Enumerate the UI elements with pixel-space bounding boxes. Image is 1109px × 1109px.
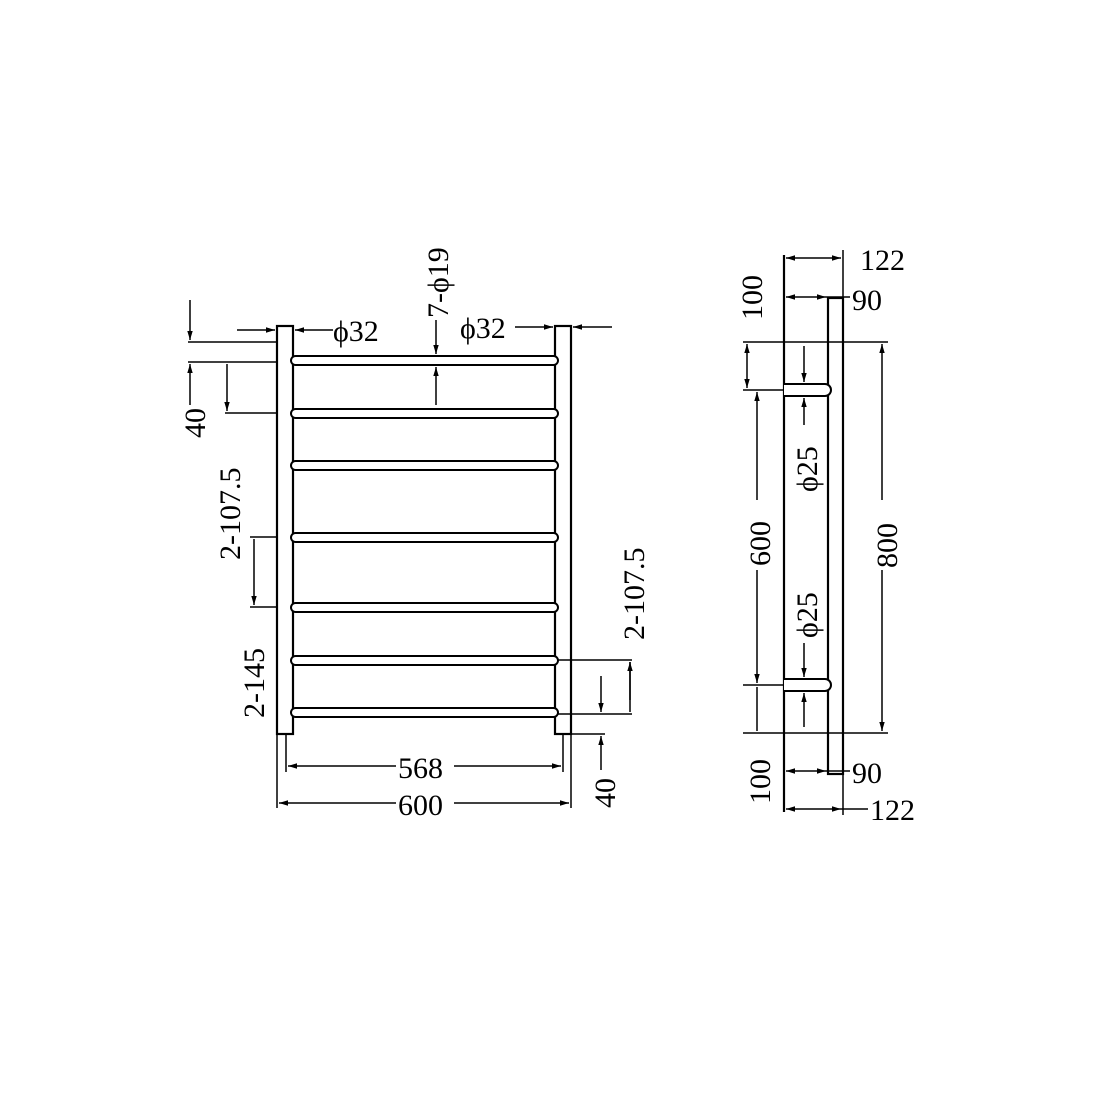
dim-bracket-bottom: 100 (744, 687, 777, 804)
dim-bracket-spacing: 600 (743, 392, 784, 686)
bracket-spacing-label: 600 (744, 521, 777, 566)
side-view: 122 90 800 100 600 (736, 244, 915, 827)
dim-post-dia: ϕ32 ϕ32 (237, 312, 612, 348)
rail-3 (290, 460, 559, 471)
bracket-dia-top-label: ϕ25 (791, 446, 824, 492)
rail-5 (290, 602, 559, 613)
rail-4 (290, 532, 559, 543)
dim-mid-pitch: 2-145 (238, 536, 277, 718)
dim-bottom-offset: 40 (571, 676, 622, 808)
rail-6 (290, 655, 559, 666)
right-post (553, 324, 573, 736)
dim-top-offset: 40 (179, 300, 277, 438)
top-offset-label: 40 (179, 408, 212, 438)
dim-top-pitch: 2-107.5 (214, 364, 277, 560)
dim-depth-bottom: 90 122 (786, 757, 915, 827)
depth-top-label: 122 (860, 244, 905, 277)
wall-top-label: 90 (852, 284, 882, 317)
dim-bottom-pitch: 2-107.5 (558, 548, 651, 715)
rail-2 (290, 408, 559, 419)
mid-pitch-label: 2-145 (238, 648, 271, 718)
top-pitch-label: 2-107.5 (214, 468, 247, 561)
dim-bracket-dia-bottom: ϕ25 (791, 592, 824, 727)
overall-height-label: 800 (871, 523, 904, 568)
dim-depth-top: 122 90 (786, 244, 905, 317)
dim-inner-width: 568 (285, 734, 564, 785)
outer-width-label: 600 (398, 789, 443, 822)
dim-bracket-dia-top: ϕ25 (791, 346, 824, 492)
dim-overall-height: 800 (743, 341, 904, 734)
side-post (826, 296, 845, 776)
front-view: 40 2-107.5 2-145 ϕ32 ϕ32 7-ϕ1 (179, 247, 651, 822)
post-right-dia-label: ϕ32 (460, 312, 506, 345)
bottom-offset-label: 40 (589, 778, 622, 808)
top-bracket (784, 383, 832, 397)
inner-width-label: 568 (398, 752, 443, 785)
left-post (275, 324, 295, 736)
rail-dia-label: 7-ϕ19 (422, 247, 455, 318)
bracket-top-label: 100 (736, 275, 769, 320)
dim-rail-dia: 7-ϕ19 (422, 247, 455, 405)
dim-bracket-top: 100 (736, 275, 784, 391)
bottom-pitch-label: 2-107.5 (618, 548, 651, 641)
rail-7 (290, 707, 559, 718)
dim-outer-width: 600 (276, 734, 572, 822)
depth-bottom-label: 122 (870, 794, 915, 827)
bracket-dia-bottom-label: ϕ25 (791, 592, 824, 638)
post-left-dia-label: ϕ32 (333, 315, 379, 348)
rail-1 (290, 355, 559, 366)
bottom-bracket (784, 678, 832, 692)
bracket-bottom-label: 100 (744, 759, 777, 804)
rails (290, 355, 559, 718)
wall-bottom-label: 90 (852, 757, 882, 790)
